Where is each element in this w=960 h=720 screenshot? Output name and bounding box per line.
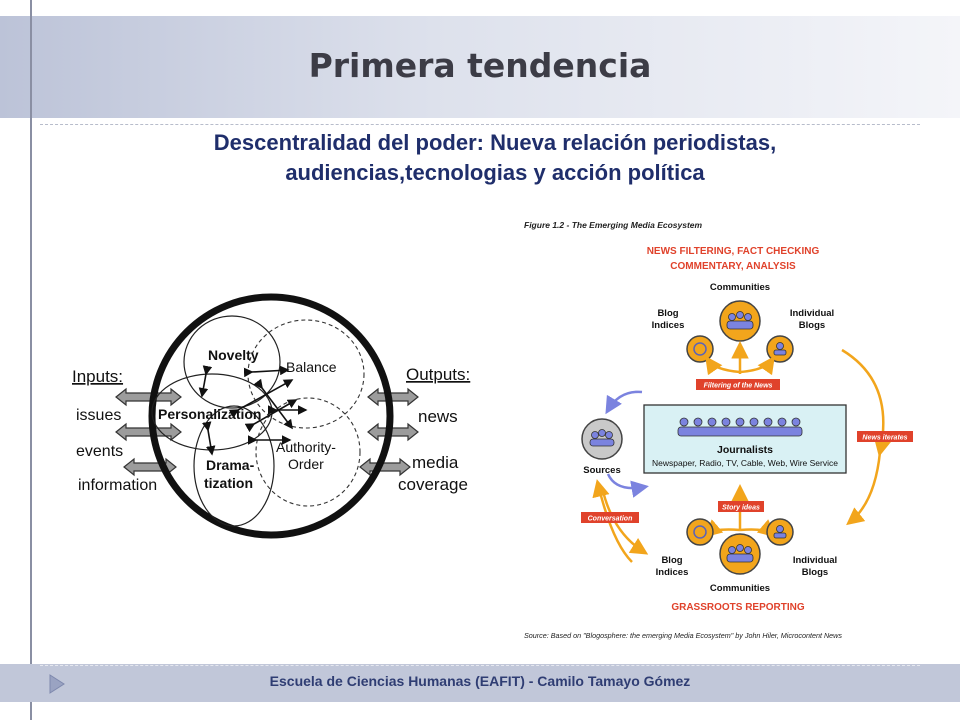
footer-divider: [40, 665, 920, 666]
slide-title: Primera tendencia: [308, 46, 652, 85]
input-issues: issues: [76, 407, 121, 424]
blog-indices-bottom-label-1: Blog: [661, 555, 682, 566]
node-drama: Drama-: [206, 457, 255, 473]
top-heading-1: NEWS FILTERING, FACT CHECKING: [647, 246, 820, 257]
filtering-tag-box: [696, 379, 780, 390]
conversation-tag: Conversation: [588, 516, 633, 523]
sources-label: Sources: [583, 465, 621, 476]
top-heading-2: COMMENTARY, ANALYSIS: [670, 261, 796, 272]
footer-band: [0, 664, 960, 702]
inputs-label: Inputs:: [72, 367, 123, 386]
node-balance: Balance: [286, 359, 337, 375]
news-values-diagram: Inputs: issues events information Output…: [72, 293, 470, 539]
title-divider: [40, 124, 920, 125]
communities-top-label: Communities: [710, 282, 770, 293]
node-tization: tization: [204, 475, 253, 491]
left-rule: [30, 0, 32, 720]
blog-indices-bottom-icon: [686, 518, 714, 546]
news-iterates-tag: News iterates: [862, 435, 907, 442]
filtering-tag: Filtering of the News: [704, 383, 773, 390]
blog-indices-top-label-1: Blog: [657, 308, 678, 319]
node-authority: Authority-: [276, 439, 336, 455]
individual-blogs-bottom-label-1: Individual: [793, 555, 837, 566]
journalists-icons: [677, 417, 803, 437]
title-band: [0, 16, 960, 118]
output-news: news: [418, 407, 458, 426]
chevron-right-icon: [49, 674, 65, 694]
blog-indices-bottom-label-2: Indices: [656, 567, 689, 578]
output-arrows: [359, 387, 419, 477]
input-arrows: [115, 387, 182, 477]
output-media: media: [412, 453, 459, 472]
news-iterates-tag-box: [857, 431, 913, 442]
blog-indices-top-icon: [686, 335, 714, 363]
conversation-tag-box: [581, 512, 639, 523]
node-novelty: Novelty: [208, 347, 259, 363]
communities-bottom-label: Communities: [710, 583, 770, 594]
bottom-heading: GRASSROOTS REPORTING: [671, 602, 805, 613]
individual-blogs-bottom-label-2: Blogs: [802, 567, 828, 578]
story-ideas-tag-box: [718, 501, 764, 512]
input-events: events: [76, 443, 123, 460]
node-personalization: Personalization: [158, 406, 261, 422]
subtitle-line-2: audiencias,tecnologias y acción política: [285, 160, 705, 185]
input-information: information: [78, 477, 157, 494]
subtitle-line-1: Descentralidad del poder: Nueva relación…: [213, 130, 777, 155]
journalists-box: [643, 404, 847, 474]
source-note: Source: Based on "Blogosphere: the emerg…: [524, 631, 842, 640]
story-ideas-tag: Story ideas: [722, 505, 760, 512]
blog-indices-top-label-2: Indices: [652, 320, 685, 331]
media-ecosystem-diagram: Figure 1.2 - The Emerging Media Ecosyste…: [524, 220, 913, 640]
journalists-sublabel: Newspaper, Radio, TV, Cable, Web, Wire S…: [652, 458, 838, 468]
individual-blogs-top-label-1: Individual: [790, 308, 834, 319]
journalists-label: Journalists: [717, 444, 773, 456]
slide-subtitle: Descentralidad del poder: Nueva relación…: [100, 128, 890, 188]
node-order: Order: [288, 456, 324, 472]
footer-text: Escuela de Ciencias Humanas (EAFIT) - Ca…: [269, 673, 691, 689]
authority-ellipse: [255, 397, 361, 507]
figure-caption: Figure 1.2 - The Emerging Media Ecosyste…: [524, 220, 703, 230]
outputs-label: Outputs:: [406, 365, 470, 384]
individual-blogs-top-label-2: Blogs: [799, 320, 825, 331]
output-coverage: coverage: [398, 475, 468, 494]
